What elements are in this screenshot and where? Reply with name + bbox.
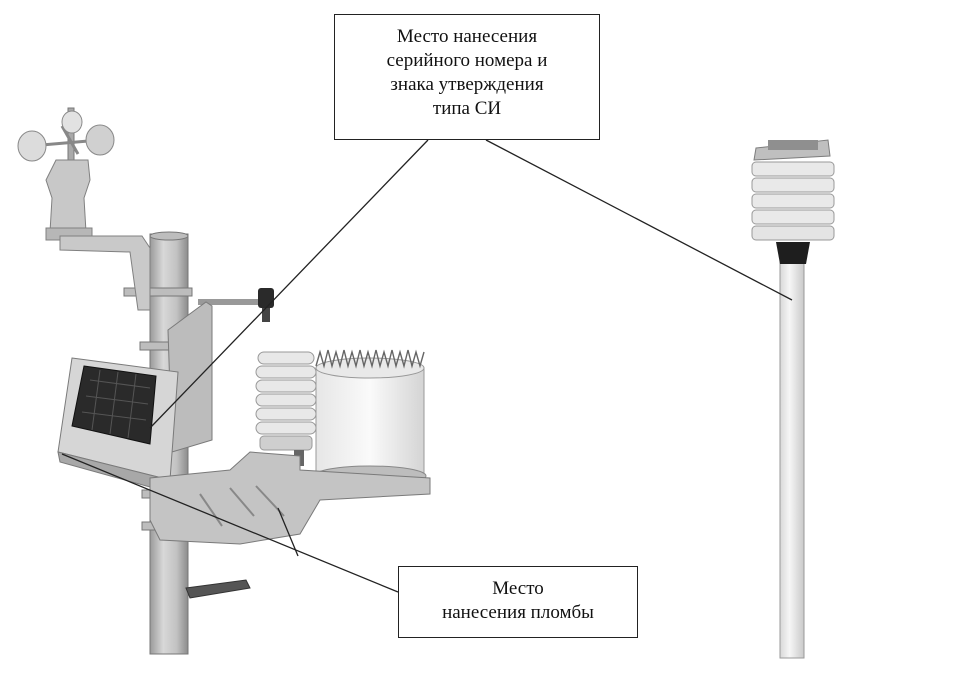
serial-number-callout: Место нанесения серийного номера и знака…	[334, 14, 600, 140]
seal-callout: Место нанесения пломбы	[398, 566, 638, 638]
right-sensor	[751, 139, 835, 659]
leader-line-seal	[61, 453, 399, 593]
pole-clamp	[123, 287, 193, 297]
solar-panel	[57, 357, 179, 493]
right-shield-plate	[751, 209, 835, 225]
callout-line: Место	[492, 578, 544, 599]
anemometer-arm	[59, 235, 151, 311]
right-shield-plate	[751, 193, 835, 209]
right-shield-plate	[751, 161, 835, 177]
right-sensor-pole	[779, 261, 805, 659]
callout-line: Место нанесения	[396, 26, 538, 47]
anemometer-cup	[85, 124, 115, 156]
right-shield-plate	[751, 177, 835, 193]
rain-gauge	[313, 349, 427, 487]
pole-top-cap	[149, 231, 189, 241]
callout-line: нанесения пломбы	[442, 602, 594, 623]
callout-line: знака утверждения	[390, 74, 544, 95]
pole-foot-bracket	[185, 579, 251, 599]
leader-line-serial-right	[485, 139, 793, 301]
leader-line-seal-short	[277, 507, 299, 557]
right-sensor-cap	[776, 242, 810, 264]
leader-line-serial-left	[149, 139, 429, 429]
right-shield-plate	[751, 225, 835, 241]
wind-vane-body	[45, 159, 91, 233]
lower-bracket	[149, 451, 431, 545]
radiation-shield	[255, 351, 317, 466]
left-weather-station	[17, 107, 431, 655]
callout-line: типа СИ	[432, 98, 502, 119]
callout-line: серийного номера и	[386, 50, 548, 71]
anemometer-cup	[17, 130, 47, 162]
leader-lines	[61, 139, 793, 593]
anemometer	[17, 107, 115, 241]
anemometer-cup	[61, 110, 83, 134]
